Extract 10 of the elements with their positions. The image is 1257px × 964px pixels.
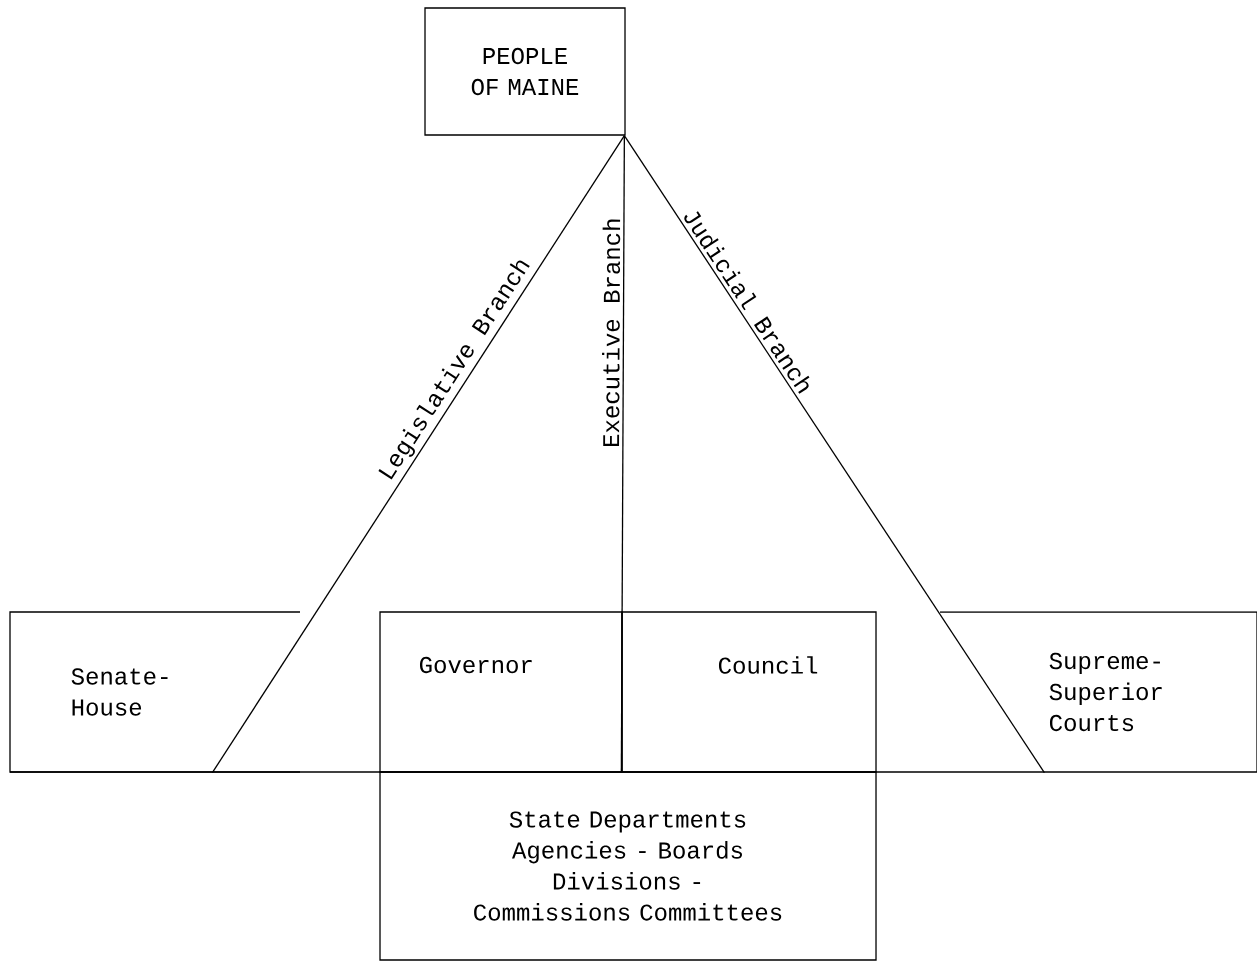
office-box: Council	[621, 611, 877, 773]
branch-box: Senate- House	[9, 611, 301, 773]
branch-line	[211, 135, 625, 774]
branch-line	[623, 135, 1045, 774]
branch-box: Supreme- Superior Courts	[939, 611, 1257, 773]
departments-box: State Departments Agencies - Boards Divisions - Commissions Committees	[379, 771, 877, 961]
office-box: Governor	[379, 611, 623, 773]
edge-label: Executive Branch	[600, 216, 622, 449]
name-box: PEOPLE OF MAINE	[424, 7, 626, 136]
branch-line	[620, 135, 625, 772]
